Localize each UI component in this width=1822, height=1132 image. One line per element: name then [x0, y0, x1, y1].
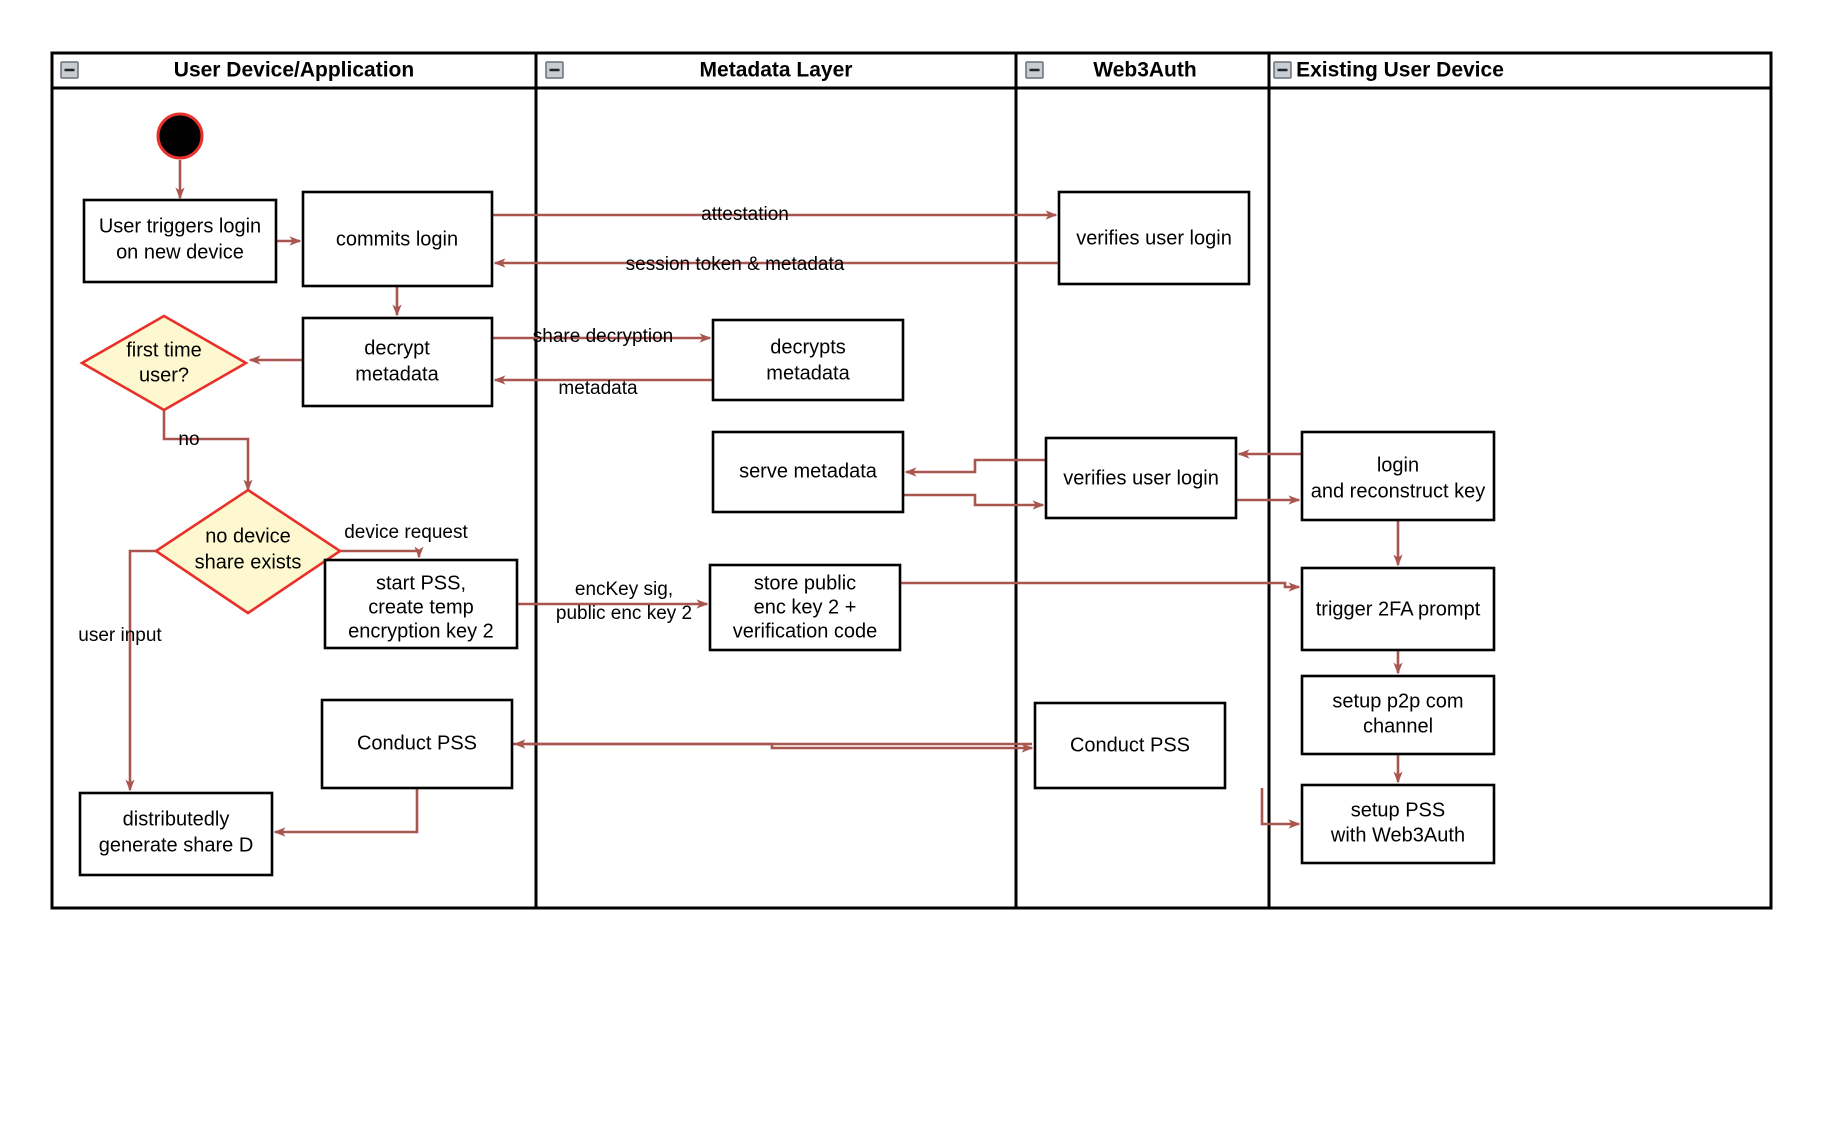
node-layer: User triggers login on new device commit…	[78, 112, 1496, 877]
node-setup-p2p-line1: setup p2p com	[1332, 690, 1463, 712]
node-start-pss-line2: create temp	[368, 596, 474, 618]
edge-store-public-enc-key-2-to-trigger-2fa-prompt	[900, 581, 1301, 592]
edge-layer: attestation session token & metadata sha…	[78, 160, 1403, 837]
node-login-reconstruct-line2: and reconstruct key	[1311, 480, 1486, 502]
collapse-minus-icon[interactable]	[1273, 61, 1292, 79]
node-conduct-pss-user-label: Conduct PSS	[357, 732, 477, 754]
node-setup-pss-with-web3auth[interactable]: setup PSS with Web3Auth	[1300, 783, 1496, 865]
swimlane-frame	[50, 51, 1773, 910]
node-store-public-enc-key-2[interactable]: store public enc key 2 + verification co…	[708, 563, 902, 652]
node-login-and-reconstruct-key[interactable]: login and reconstruct key	[1300, 430, 1496, 522]
node-user-triggers-login-line2: on new device	[116, 241, 244, 263]
node-verifies-user-login-bottom-label: verifies user login	[1063, 467, 1219, 489]
edge-conduct-pss-user-to-distributedly-generate-share-d	[273, 788, 419, 837]
collapse-minus-icon[interactable]	[60, 61, 79, 79]
node-first-time-user-line2: user?	[139, 364, 189, 386]
edge-label-metadata: metadata	[558, 378, 638, 399]
node-decrypt-metadata[interactable]: decrypt metadata	[301, 316, 494, 408]
lane-header-web3auth[interactable]: Web3Auth	[1025, 59, 1197, 82]
node-start[interactable]	[156, 112, 204, 160]
node-no-device-share-line2: share exists	[195, 551, 302, 573]
node-start-pss-line3: encryption key 2	[348, 620, 494, 642]
node-first-time-user-line1: first time	[126, 339, 202, 361]
node-start-pss-line1: start PSS,	[376, 572, 466, 594]
node-verifies-user-login-bottom[interactable]: verifies user login	[1044, 436, 1238, 520]
node-setup-p2p-com-channel[interactable]: setup p2p com channel	[1300, 674, 1496, 756]
node-conduct-pss-user[interactable]: Conduct PSS	[320, 698, 514, 790]
lane-title-metadata-layer: Metadata Layer	[700, 59, 853, 82]
node-serve-metadata[interactable]: serve metadata	[711, 430, 905, 514]
node-conduct-pss-web3auth[interactable]: Conduct PSS	[1033, 701, 1227, 790]
node-store-public-line3: verification code	[733, 620, 878, 642]
node-serve-metadata-label: serve metadata	[739, 460, 878, 482]
node-verifies-user-login-top-label: verifies user login	[1076, 227, 1232, 249]
edge-device-request	[340, 546, 424, 559]
node-commits-login-label: commits login	[336, 228, 458, 250]
edge-label-enckey-sig-line2: public enc key 2	[556, 603, 692, 624]
edge-label-device-request: device request	[344, 522, 468, 543]
lane-header-metadata-layer[interactable]: Metadata Layer	[545, 59, 853, 82]
node-trigger-2fa-prompt[interactable]: trigger 2FA prompt	[1300, 566, 1496, 652]
node-setup-pss-line1: setup PSS	[1351, 799, 1446, 821]
node-distributedly-generate-share-d[interactable]: distributedly generate share D	[78, 791, 274, 877]
node-setup-p2p-line2: channel	[1363, 715, 1433, 737]
node-user-triggers-login-line1: User triggers login	[99, 215, 261, 237]
edge-label-no: no	[178, 429, 199, 450]
node-trigger-2fa-label: trigger 2FA prompt	[1316, 598, 1481, 620]
node-store-public-line2: enc key 2 +	[754, 596, 857, 618]
edge-label-enckey-sig-line1: encKey sig,	[575, 579, 673, 600]
edge-label-user-input: user input	[78, 625, 162, 646]
node-login-reconstruct-line1: login	[1377, 454, 1419, 476]
edge-label-session-token-metadata: session token & metadata	[626, 254, 845, 275]
node-start-pss-create-temp-key[interactable]: start PSS, create temp encryption key 2	[323, 558, 519, 650]
node-commits-login[interactable]: commits login	[301, 190, 494, 288]
node-decrypts-metadata-line2: metadata	[766, 362, 850, 384]
node-store-public-line1: store public	[754, 572, 856, 594]
node-setup-pss-line2: with Web3Auth	[1330, 824, 1465, 846]
edge-conduct-pss-web3auth-to-setup-pss	[1260, 788, 1301, 829]
edge-serve-metadata-to-verifies-user-login-bottom	[903, 493, 1045, 510]
node-no-device-share-exists[interactable]: no device share exists	[153, 488, 343, 615]
node-decrypts-metadata-line1: decrypts	[770, 336, 846, 358]
node-user-triggers-login[interactable]: User triggers login on new device	[82, 198, 278, 284]
edge-label-attestation: attestation	[701, 204, 789, 225]
collapse-minus-icon[interactable]	[1025, 61, 1044, 79]
edge-verifies-user-login-bottom-to-serve-metadata	[904, 458, 1046, 477]
lane-title-web3auth: Web3Auth	[1093, 59, 1196, 82]
lane-header-user-device[interactable]: User Device/Application	[60, 59, 414, 82]
node-conduct-pss-web3auth-label: Conduct PSS	[1070, 734, 1190, 756]
diagram-outer-border	[50, 51, 1773, 910]
node-no-device-share-line1: no device	[205, 525, 291, 547]
node-decrypts-metadata[interactable]: decrypts metadata	[711, 318, 905, 402]
node-distributedly-line2: generate share D	[99, 834, 254, 856]
node-decrypt-metadata-line2: metadata	[355, 363, 439, 385]
edge-user-input	[125, 549, 156, 792]
node-verifies-user-login-top[interactable]: verifies user login	[1057, 190, 1251, 286]
node-distributedly-line1: distributedly	[123, 808, 230, 830]
edge-label-share-decryption: share decryption	[533, 326, 673, 347]
collapse-minus-icon[interactable]	[545, 61, 564, 79]
lane-header-existing-user-device[interactable]: Existing User Device	[1273, 59, 1504, 82]
lane-title-user-device: User Device/Application	[174, 59, 414, 82]
node-first-time-user[interactable]: first time user?	[79, 314, 249, 412]
node-decrypt-metadata-line1: decrypt	[364, 337, 430, 359]
edge-no	[162, 410, 253, 492]
lane-title-existing-user-device: Existing User Device	[1296, 59, 1504, 82]
